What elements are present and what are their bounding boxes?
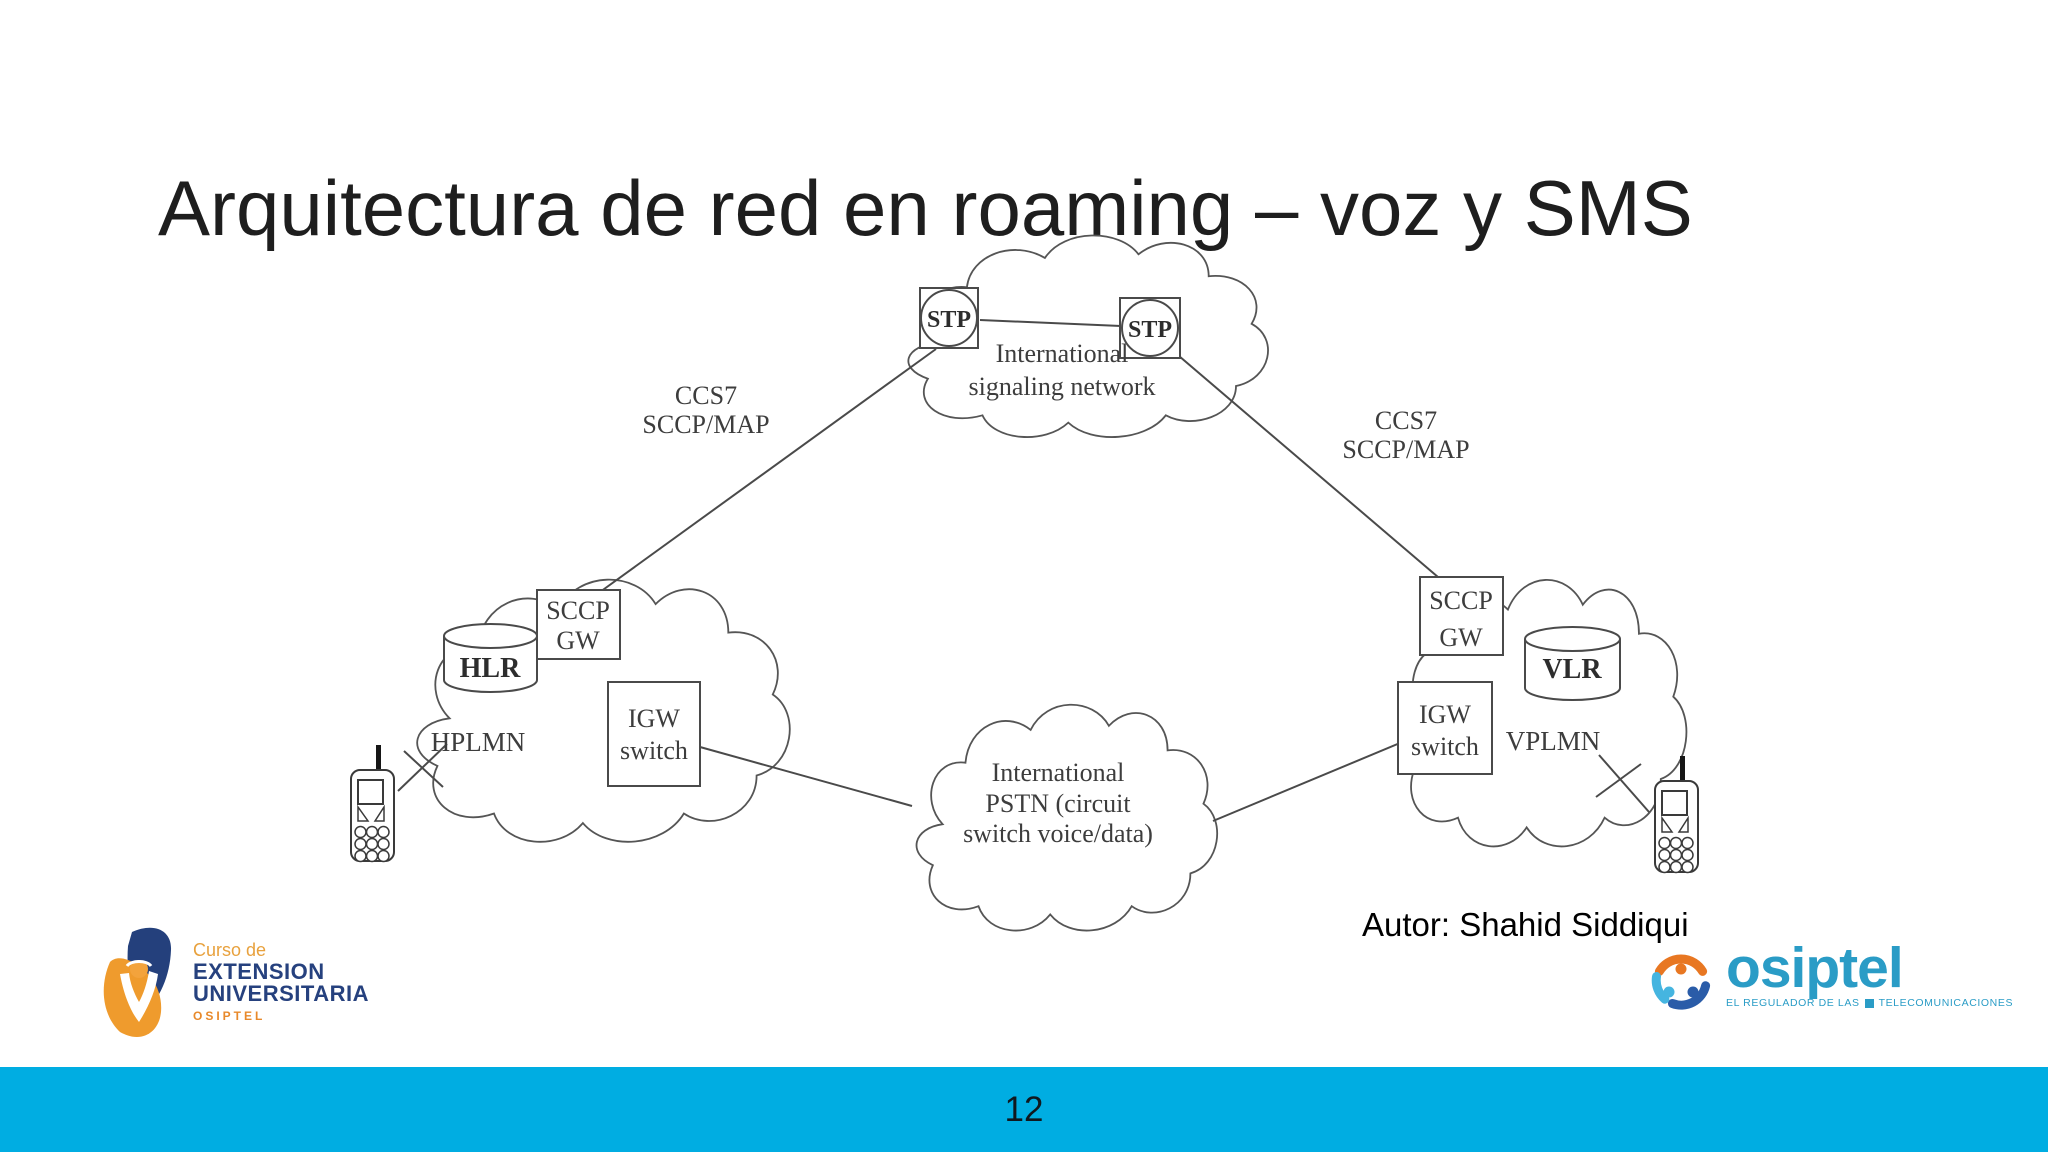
sccp-gw-box-left [536, 589, 621, 660]
stp-right-node [1119, 297, 1181, 359]
mobile-phone-left-icon [350, 744, 395, 863]
igw-to-pstn-link-left [699, 746, 913, 807]
page-number: 12 [1004, 1089, 1044, 1129]
igw-switch-box-right [1397, 681, 1493, 775]
osiptel-tagline-part2: TELECOMUNICACIONES [1878, 997, 2014, 1009]
osiptel-circle-icon [1651, 954, 1711, 1010]
signaling-cloud-label-line1: International [996, 339, 1129, 368]
footer-bar: 12 [0, 1067, 2048, 1152]
osiptel-wordmark: osiptel [1726, 936, 1904, 1000]
sccp-gw-left-line1: SCCP [546, 596, 610, 625]
osiptel-logo: osiptel EL REGULADOR DE LAS TELECOMUNICA… [1648, 940, 2013, 1018]
ccs7-left-line2: SCCP/MAP [642, 410, 769, 439]
hplmn-label: HPLMN [431, 727, 526, 757]
igw-right-line1: IGW [1419, 700, 1471, 729]
hlr-database [443, 623, 538, 693]
sccp-gw-left-line2: GW [556, 626, 600, 655]
logo-curso-de: Curso de [193, 940, 267, 960]
ccs7-left-line1: CCS7 [675, 381, 737, 410]
extension-universitaria-logo: Curso de EXTENSION UNIVERSITARIA OSIPTEL [96, 924, 369, 1044]
radio-link-left-cross [403, 750, 444, 788]
sccp-gw-right-line1: SCCP [1429, 586, 1493, 615]
vlr-label: VLR [1542, 654, 1602, 685]
ccs7-right-line2: SCCP/MAP [1342, 435, 1469, 464]
stp-right-label: STP [1128, 317, 1172, 343]
logo-osiptel-small: OSIPTEL [193, 1009, 266, 1023]
sccp-gw-right-line2: GW [1439, 623, 1483, 652]
stp-left-node [919, 287, 979, 349]
hlr-label: HLR [460, 653, 521, 684]
osiptel-tagline: EL REGULADOR DE LAS TELECOMUNICACIONES [1726, 997, 2013, 1009]
ccs7-right-line1: CCS7 [1375, 406, 1437, 435]
igw-left-line2: switch [620, 736, 688, 765]
tagline-square-icon [1864, 998, 1874, 1008]
slide-title: Arquitectura de red en roaming – voz y S… [158, 164, 1693, 253]
extension-universitaria-shield-icon [103, 927, 172, 1037]
signaling-cloud-label-line2: signaling network [968, 372, 1155, 401]
radio-link-right [1598, 754, 1650, 813]
pstn-to-igw-link-right [1212, 742, 1401, 822]
author-credit: Autor: Shahid Siddiqui [1362, 906, 1689, 943]
vlr-database [1524, 626, 1621, 701]
logo-extension: EXTENSION [193, 959, 325, 984]
stp-to-vplmn-link [1178, 355, 1453, 590]
osiptel-tagline-part1: EL REGULADOR DE LAS [1726, 997, 1860, 1009]
igw-right-line2: switch [1411, 732, 1479, 761]
pstn-cloud-label-line2: PSTN (circuit [985, 789, 1131, 818]
pstn-cloud-label-line3: switch voice/data) [963, 819, 1153, 848]
radio-link-right-cross [1595, 763, 1642, 798]
stp-to-stp-link [979, 319, 1122, 327]
igw-switch-box-left [607, 681, 701, 787]
pstn-cloud-label-line1: International [992, 758, 1125, 787]
igw-left-line1: IGW [628, 704, 680, 733]
stp-to-hplmn-link [599, 348, 937, 593]
sccp-gw-box-right [1419, 576, 1504, 656]
signaling-links [397, 319, 1650, 822]
logo-universitaria: UNIVERSITARIA [193, 981, 369, 1006]
vplmn-label: VPLMN [1506, 726, 1601, 756]
stp-left-label: STP [927, 307, 971, 333]
